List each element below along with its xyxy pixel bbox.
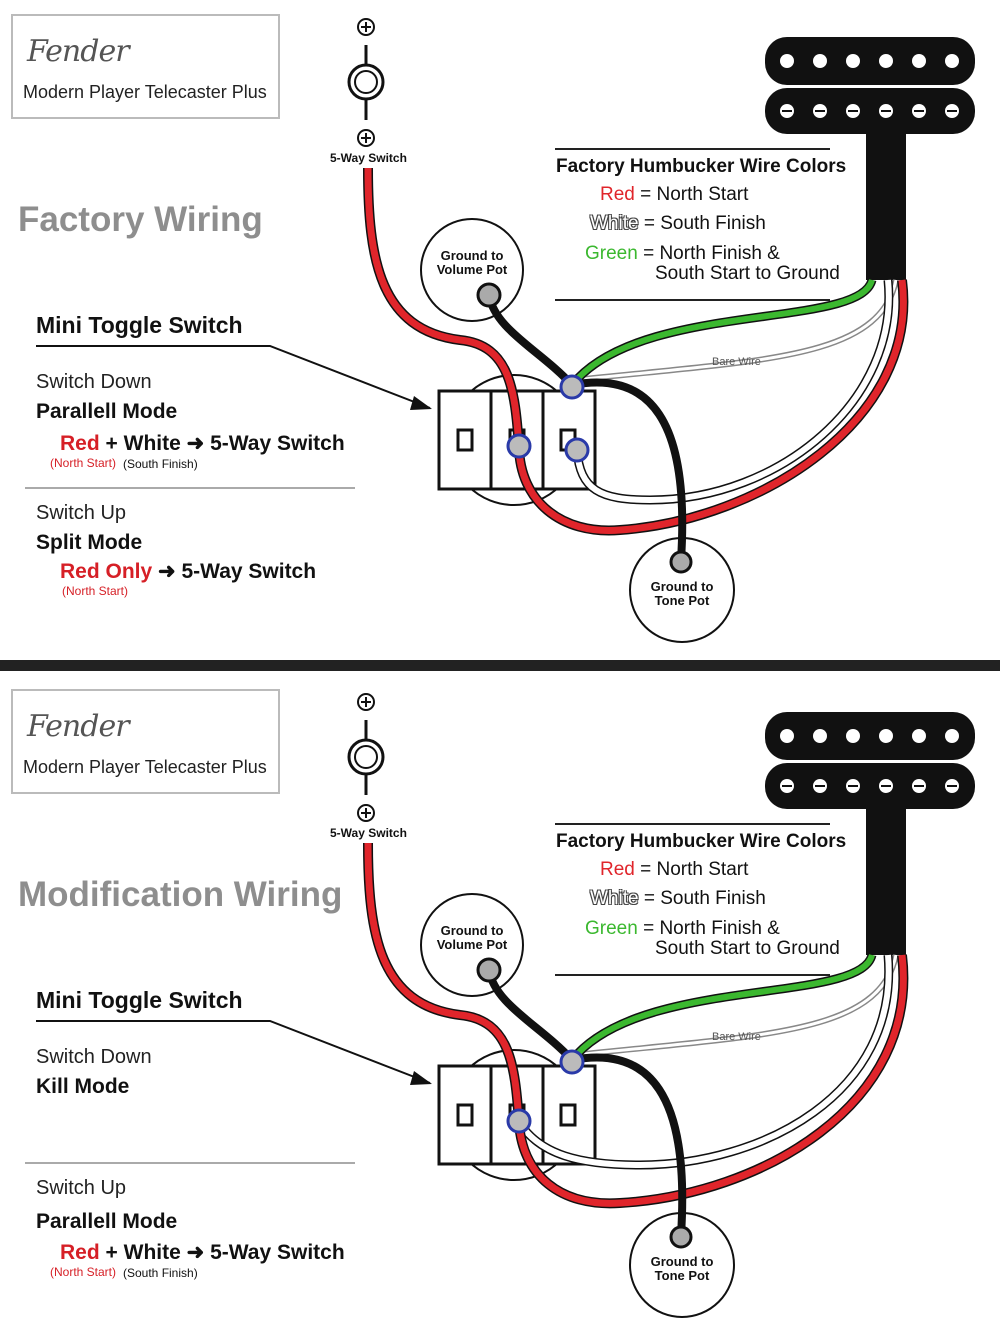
model-name: Modern Player Telecaster Plus: [23, 82, 267, 102]
humbucker-pickup-icon: [765, 712, 975, 955]
arrow-icon: ➜: [158, 560, 176, 583]
toggle-title: Mini Toggle Switch: [36, 987, 243, 1013]
five-way-switch-icon: [347, 693, 385, 822]
legend-divider: [555, 823, 830, 825]
legend-white: White = South Finish: [590, 888, 766, 909]
switch-down-mode: Kill Mode: [36, 1075, 130, 1098]
red-note: (North Start): [50, 456, 117, 470]
divider: [25, 1162, 355, 1164]
terminal-dot: [506, 433, 532, 459]
toggle-title: Mini Toggle Switch: [36, 312, 243, 338]
legend-red: Red = North Start: [600, 184, 749, 205]
terminal-dot: [564, 437, 590, 463]
terminal-dot: [559, 374, 585, 400]
arrow-icon: ➜: [186, 1241, 205, 1264]
green-wire: [568, 953, 877, 1063]
white-note: (South Finish): [123, 457, 198, 471]
legend-divider: [555, 148, 830, 150]
modification-wiring-diagram: [36, 693, 975, 1318]
humbucker-pickup-icon: [765, 37, 975, 280]
terminal-dot: [669, 1225, 693, 1249]
switch-down-label: Switch Down: [36, 1046, 152, 1068]
arrow-icon: [410, 1071, 432, 1085]
factory-wiring-panel: Fender Modern Player Telecaster Plus 5-W…: [0, 0, 1000, 660]
green-wire: [568, 278, 877, 388]
modification-wiring-panel: Fender Modern Player Telecaster Plus 5-W…: [0, 675, 1000, 1335]
ground-wire-tone: [571, 378, 687, 561]
legend-green-cont: South Start to Ground: [655, 938, 840, 959]
ground-wire-tone: [571, 1053, 687, 1236]
panel-title: Modification Wiring: [18, 875, 343, 914]
logo-box: Fender Modern Player Telecaster Plus: [11, 689, 280, 794]
legend-green: Green = North Finish &: [585, 243, 780, 264]
five-way-switch-label: 5-Way Switch: [330, 151, 407, 165]
terminal-dot: [669, 550, 693, 574]
legend-divider: [555, 974, 830, 976]
terminal-dot: [476, 282, 502, 308]
switch-up-label: Switch Up: [36, 1177, 127, 1199]
legend-title: Factory Humbucker Wire Colors: [556, 156, 847, 177]
arrow-icon: [410, 396, 432, 410]
volume-pot-label: Ground to Volume Pot: [436, 248, 508, 277]
divider: [25, 487, 355, 489]
panel-title: Factory Wiring: [18, 200, 263, 239]
red-note: (North Start): [50, 1265, 117, 1279]
switch-up-wiring: Red Only ➜ 5-Way Switch: [60, 560, 317, 583]
switch-up-mode: Parallell Mode: [36, 1210, 178, 1233]
logo-box: Fender Modern Player Telecaster Plus: [11, 14, 280, 119]
five-way-switch-icon: [347, 18, 385, 147]
tone-pot-label: Ground to Tone Pot: [650, 579, 714, 608]
bare-wire-label: Bare Wire: [712, 1031, 761, 1043]
legend-white: White = South Finish: [590, 213, 766, 234]
legend-divider: [555, 299, 830, 301]
switch-down-mode: Parallell Mode: [36, 400, 178, 423]
terminal-dot: [506, 1108, 532, 1134]
factory-wiring-diagram: [36, 18, 975, 643]
legend-green-cont: South Start to Ground: [655, 263, 840, 284]
red-note: (North Start): [62, 584, 129, 598]
fender-logo: Fender: [27, 709, 130, 744]
switch-up-wiring: Red + White ➜ 5-Way Switch: [60, 1241, 345, 1264]
switch-down-wiring: Red + White ➜ 5-Way Switch: [60, 432, 345, 455]
arrow-icon: ➜: [186, 432, 205, 455]
bare-wire-label: Bare Wire: [712, 356, 761, 368]
toggle-pointer-line: [36, 1020, 431, 1084]
switch-up-label: Switch Up: [36, 502, 127, 524]
legend-title: Factory Humbucker Wire Colors: [556, 831, 847, 852]
switch-up-mode: Split Mode: [36, 531, 143, 554]
switch-down-label: Switch Down: [36, 371, 152, 393]
five-way-switch-label: 5-Way Switch: [330, 826, 407, 840]
white-note: (South Finish): [123, 1266, 198, 1280]
terminal-dot: [559, 1049, 585, 1075]
terminal-dot: [476, 957, 502, 983]
legend-red: Red = North Start: [600, 859, 749, 880]
model-name: Modern Player Telecaster Plus: [23, 757, 267, 777]
fender-logo: Fender: [27, 34, 130, 69]
panel-separator: [0, 660, 1000, 671]
legend-green: Green = North Finish &: [585, 918, 780, 939]
toggle-pointer-line: [36, 345, 431, 409]
volume-pot-label: Ground to Volume Pot: [436, 923, 508, 952]
tone-pot-label: Ground to Tone Pot: [650, 1254, 714, 1283]
